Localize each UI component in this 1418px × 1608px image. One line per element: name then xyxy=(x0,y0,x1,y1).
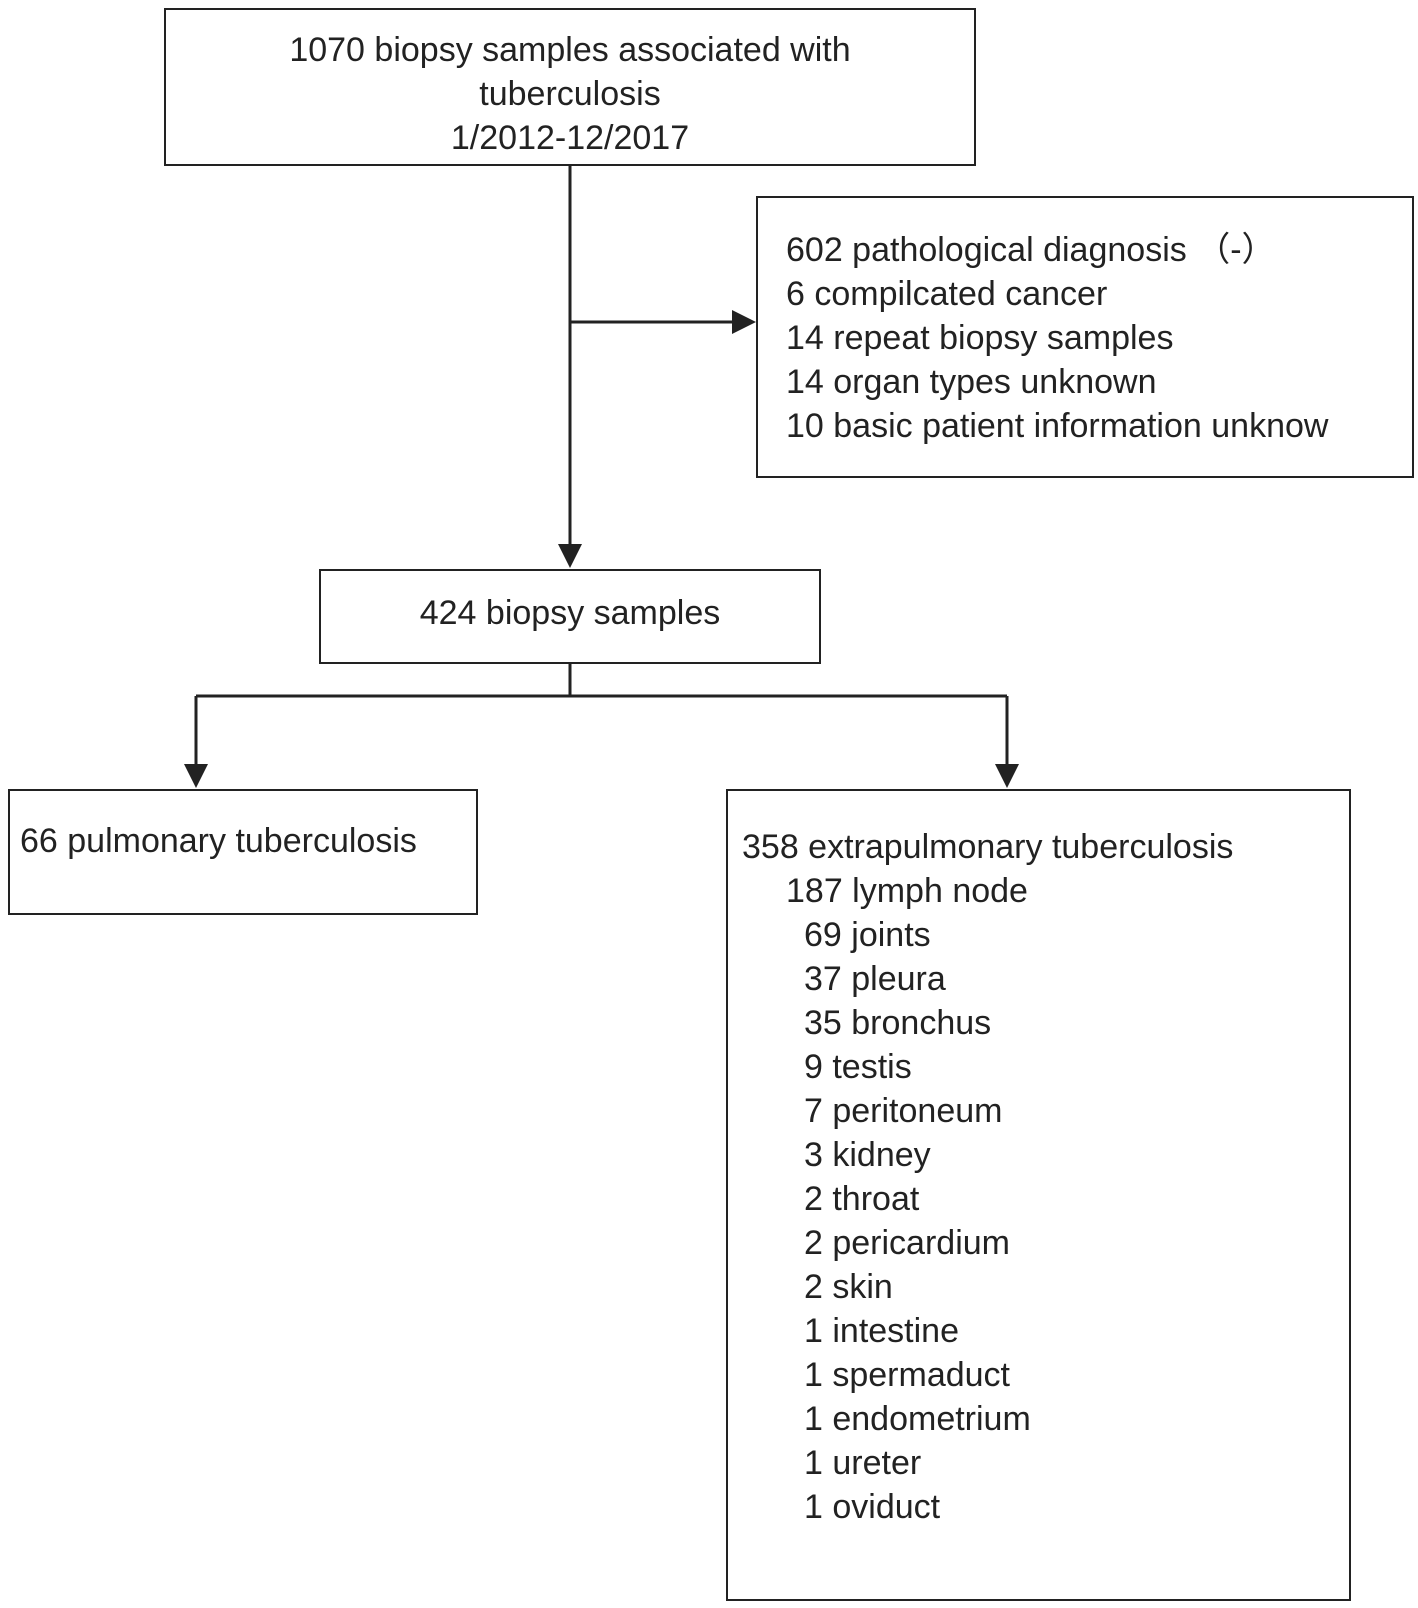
site-item: 1 endometrium xyxy=(804,1400,1031,1438)
site-item: 9 testis xyxy=(804,1048,912,1086)
site-item: 1 spermaduct xyxy=(804,1356,1010,1394)
site-item: 2 skin xyxy=(804,1268,893,1306)
pulmonary-box: 66 pulmonary tuberculosis xyxy=(8,789,478,915)
exclusion-item: 6 compilcated cancer xyxy=(786,275,1108,313)
included-samples-box: 424 biopsy samples xyxy=(319,569,821,664)
site-item: 1 intestine xyxy=(804,1312,959,1350)
site-item: 7 peritoneum xyxy=(804,1092,1003,1130)
arrowhead-right-exclusion xyxy=(732,310,756,334)
site-item: 3 kidney xyxy=(804,1136,931,1174)
site-item: 2 pericardium xyxy=(804,1224,1010,1262)
exclusion-box: 602 pathological diagnosis （-） 6 compilc… xyxy=(756,196,1414,478)
arrowhead-down-extrapulmonary xyxy=(995,764,1019,788)
extrapulmonary-title: 358 extrapulmonary tuberculosis xyxy=(742,828,1234,866)
site-item: 1 oviduct xyxy=(804,1488,941,1526)
site-item: 2 throat xyxy=(804,1180,920,1218)
site-item: 1 ureter xyxy=(804,1444,922,1482)
exclusion-item: 14 repeat biopsy samples xyxy=(786,319,1174,357)
pulmonary-label: 66 pulmonary tuberculosis xyxy=(20,822,417,860)
site-item: 35 bronchus xyxy=(804,1004,992,1042)
source-samples-box: 1070 biopsy samples associated with tube… xyxy=(164,8,976,166)
exclusion-item: 602 pathological diagnosis （-） xyxy=(786,231,1276,269)
included-samples-label: 424 biopsy samples xyxy=(419,594,721,632)
source-line-2: tuberculosis xyxy=(479,75,661,113)
arrowhead-down-pulmonary xyxy=(184,764,208,788)
site-item: 37 pleura xyxy=(804,960,946,998)
arrowhead-down-middle xyxy=(558,544,582,568)
source-date-range: 1/2012-12/2017 xyxy=(450,119,690,157)
lymph-node-item: 187 lymph node xyxy=(786,872,1028,910)
exclusion-item: 14 organ types unknown xyxy=(786,363,1157,401)
extrapulmonary-box: 358 extrapulmonary tuberculosis 187 lymp… xyxy=(726,789,1351,1601)
site-item: 69 joints xyxy=(804,916,931,954)
exclusion-item: 10 basic patient information unknow xyxy=(786,407,1329,445)
source-line-1: 1070 biopsy samples associated with xyxy=(289,31,851,69)
